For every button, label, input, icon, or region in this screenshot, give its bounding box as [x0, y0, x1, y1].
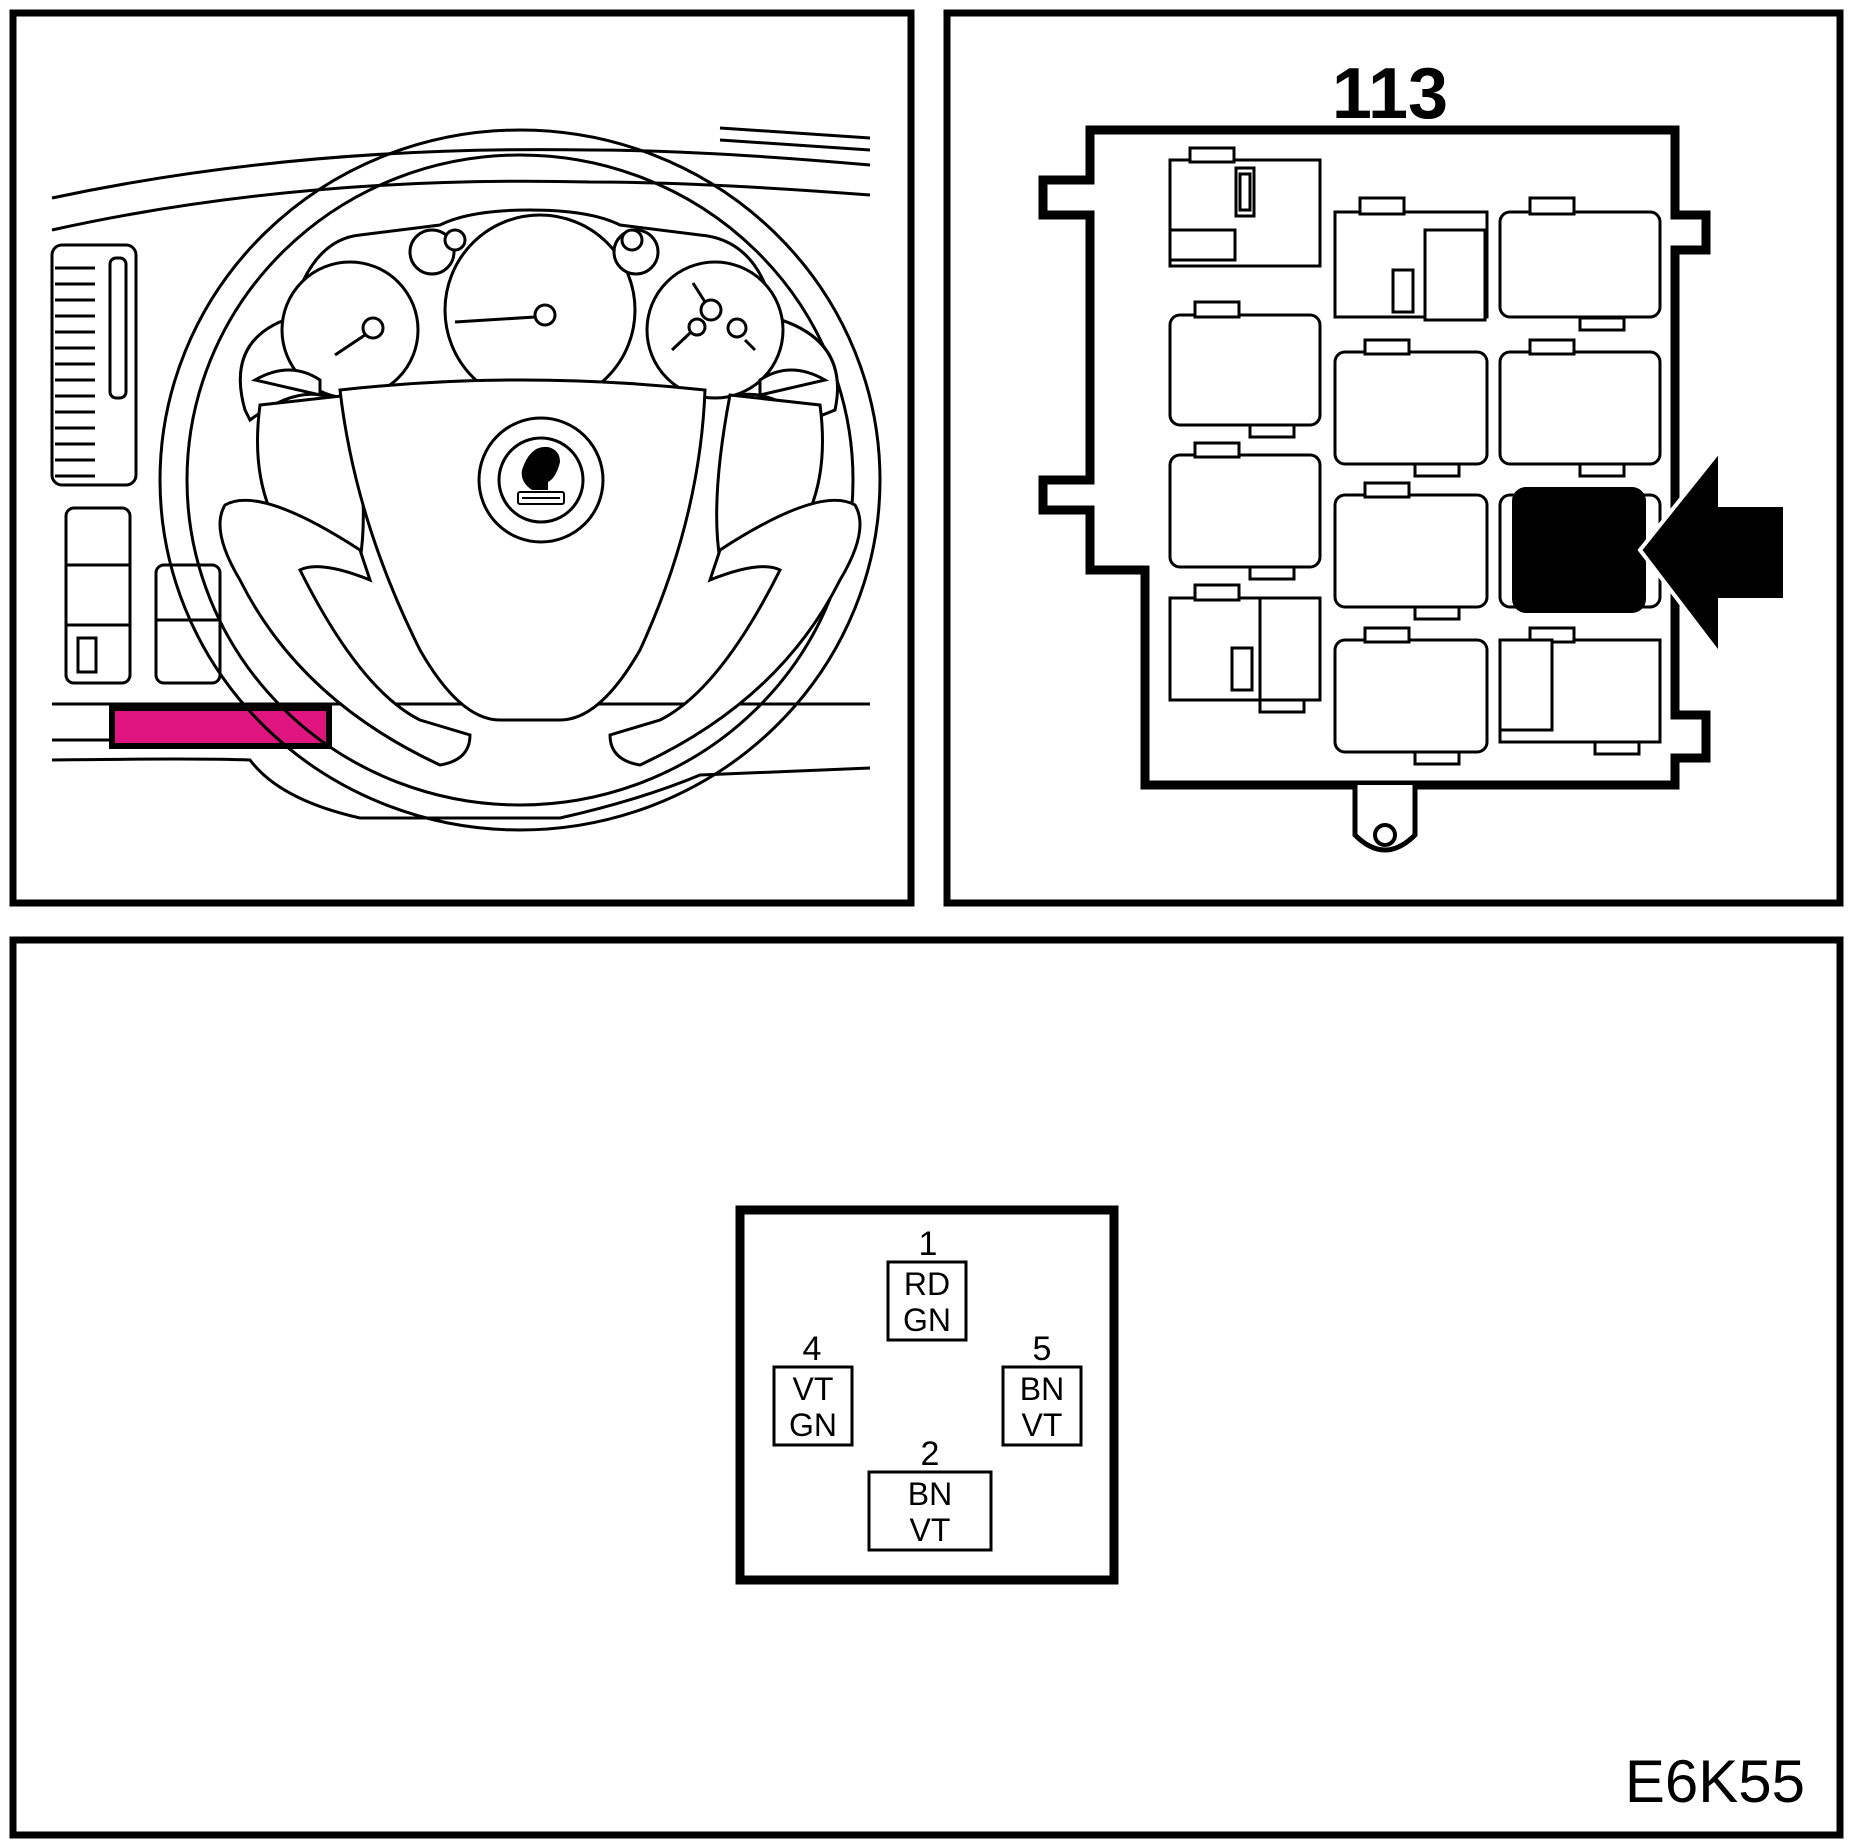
air-vent [50, 243, 138, 487]
pin-number: 4 [803, 1330, 822, 1368]
steering-hub [218, 368, 862, 767]
fuse-box-panel: 113 [943, 9, 1844, 907]
instrument-cluster [238, 208, 839, 423]
relay [1168, 583, 1322, 714]
switch-panel [64, 506, 222, 685]
wire-color: GN [789, 1407, 837, 1443]
relay [1498, 626, 1662, 756]
pin-number: 5 [1033, 1330, 1052, 1368]
relay [1168, 300, 1322, 439]
connector-panel: 1 RD GN 4 VT GN 5 BN VT 2 BN VT E6K55 [9, 936, 1844, 1839]
wire-color: BN [1020, 1371, 1064, 1407]
wire-color: VT [793, 1371, 834, 1407]
pointer-arrow-icon [1637, 444, 1787, 661]
fuse-box-number: 113 [1332, 54, 1448, 134]
fuse-box-outline [1038, 125, 1711, 790]
steering-wheel-icon [158, 128, 882, 832]
wire-color: RD [904, 1266, 950, 1302]
pin-1: 1 RD GN [886, 1225, 968, 1342]
highlighted-relay [1498, 487, 1662, 613]
figure-code: E6K55 [1625, 1748, 1805, 1815]
pin-number: 1 [919, 1225, 938, 1263]
relay [1168, 146, 1322, 268]
relay [1498, 338, 1662, 478]
wire-color: VT [1022, 1407, 1063, 1443]
wire-color: GN [903, 1302, 951, 1338]
wire-color: VT [910, 1512, 951, 1548]
relay [1333, 338, 1489, 478]
relay [1333, 481, 1489, 621]
pin-4: 4 VT GN [772, 1330, 854, 1447]
relay [1333, 196, 1489, 322]
wire-color: BN [908, 1476, 952, 1512]
pin-number: 2 [921, 1435, 940, 1473]
mounting-tab [1352, 785, 1418, 853]
highlighted-component [109, 705, 332, 749]
relay [1168, 441, 1322, 581]
saab-logo-icon [477, 416, 605, 544]
dashboard-panel [9, 9, 915, 907]
relay [1498, 196, 1662, 332]
relay-grid [1168, 146, 1662, 766]
pin-2: 2 BN VT [867, 1435, 993, 1552]
relay [1333, 626, 1489, 766]
pin-5: 5 BN VT [1001, 1330, 1083, 1447]
